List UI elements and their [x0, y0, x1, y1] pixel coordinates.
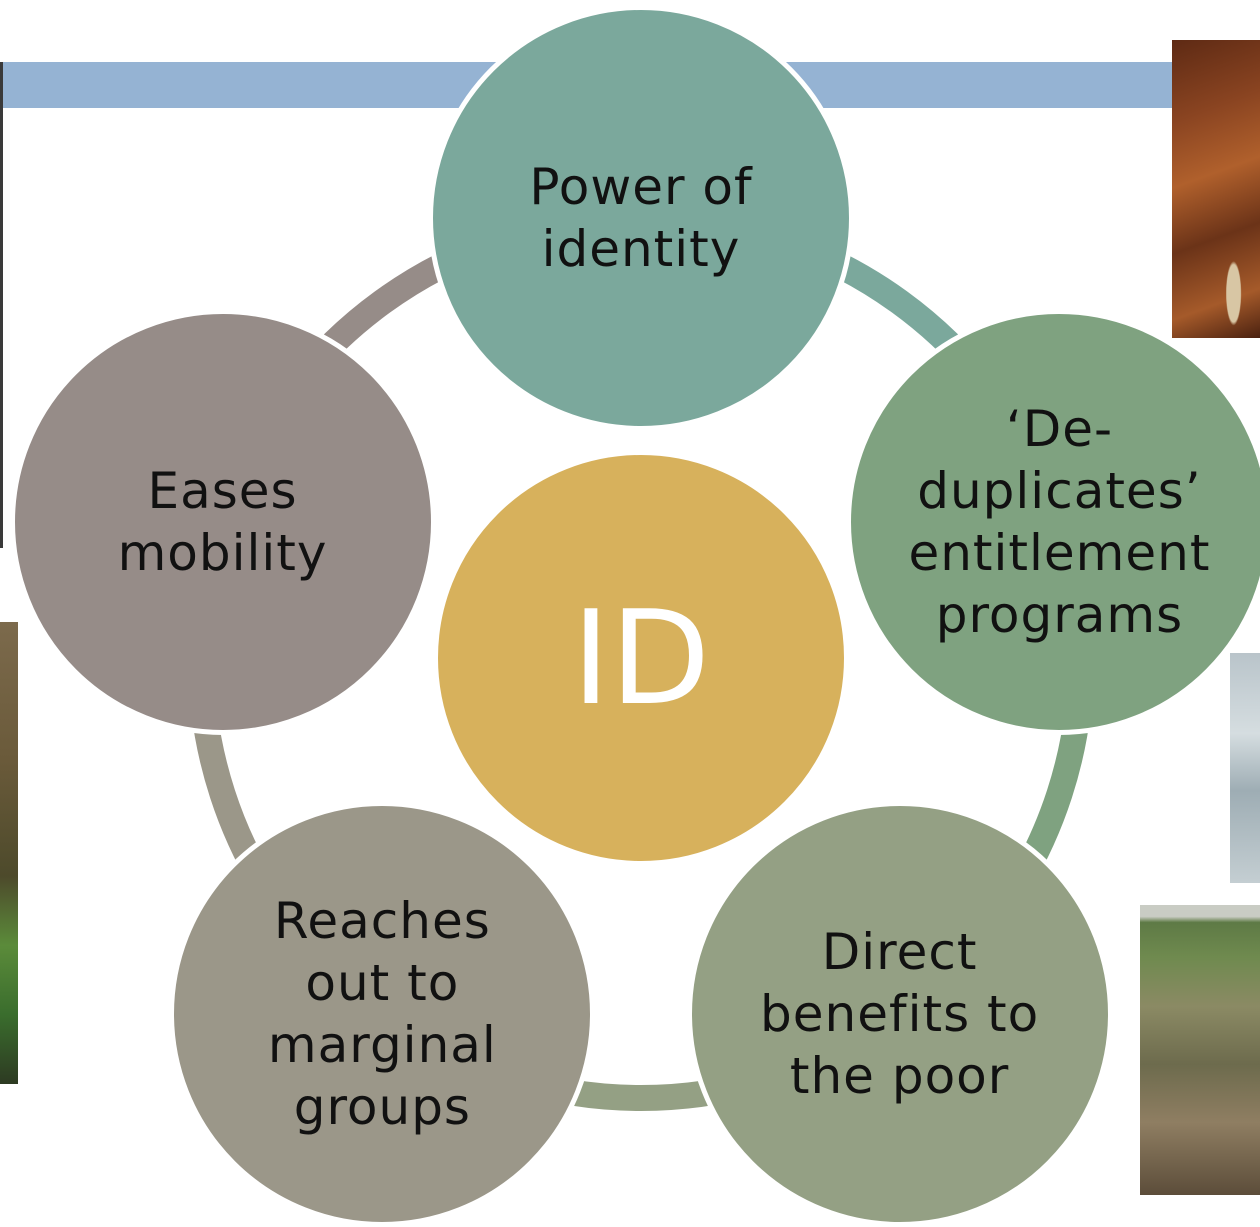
left-woman-photo — [0, 622, 18, 1084]
left-rule — [0, 62, 3, 548]
water-photo — [1230, 653, 1260, 883]
node-reaches-out: Reaches out to marginal groups — [169, 800, 596, 1227]
node-power-of-identity: Power of identity — [428, 5, 854, 431]
center-label: ID — [571, 582, 711, 734]
node-label: Power of identity — [529, 158, 753, 278]
weaver-photo — [1172, 40, 1260, 338]
node-label: ‘De- duplicates’ entitlement programs — [908, 400, 1211, 645]
node-label: Direct benefits to the poor — [760, 922, 1040, 1105]
center-node-id: ID — [433, 450, 849, 866]
node-eases-mobility: Eases mobility — [9, 309, 436, 736]
node-label: Reaches out to marginal groups — [267, 891, 497, 1136]
node-label: Eases mobility — [117, 462, 328, 583]
node-de-duplicates: ‘De- duplicates’ entitlement programs — [846, 309, 1260, 736]
field-workers-photo — [1140, 905, 1260, 1195]
node-direct-benefits: Direct benefits to the poor — [686, 800, 1113, 1227]
